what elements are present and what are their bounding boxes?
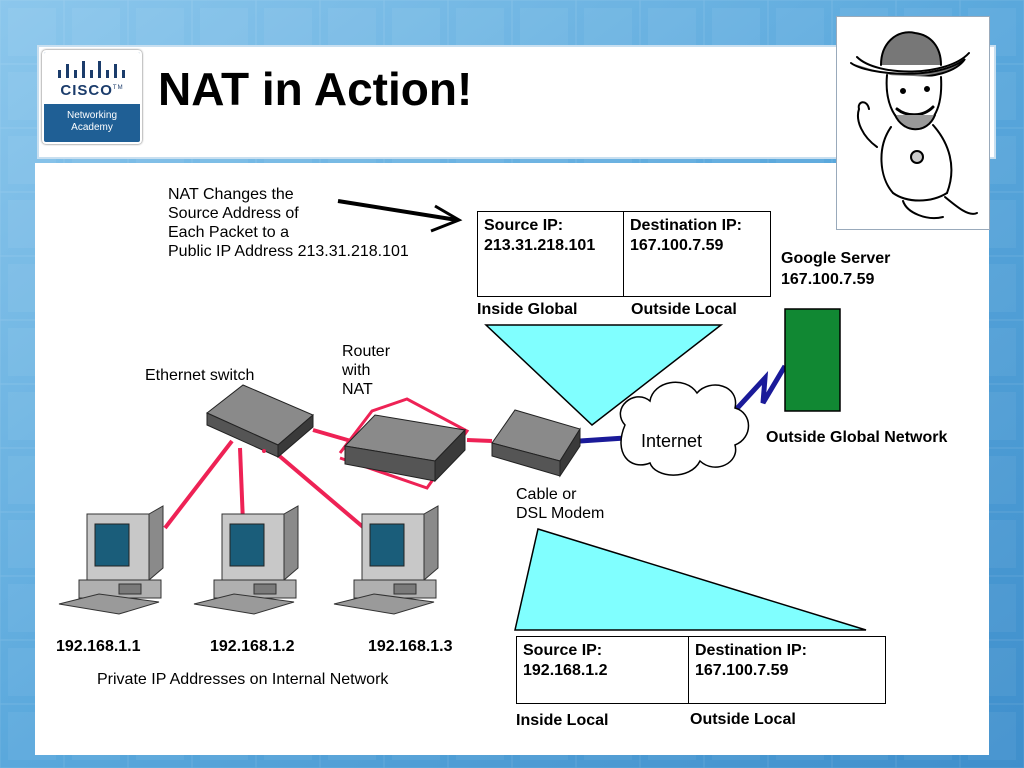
bottom-left-caption: Inside Local	[516, 712, 609, 729]
host-ip-2: 192.168.1.2	[210, 638, 295, 655]
host-pc-3-icon	[333, 505, 439, 615]
top-packet-header: Source IP: 213.31.218.101 Destination IP…	[477, 211, 771, 297]
bottom-dest-ip: 167.100.7.59	[695, 662, 789, 679]
logo-brand: CISCOTM	[60, 82, 124, 99]
cisco-bars-icon	[58, 61, 125, 78]
bottom-right-caption: Outside Local	[690, 711, 796, 728]
outside-global-label: Outside Global Network	[766, 429, 948, 446]
bottom-packet-header: Source IP: 192.168.1.2 Destination IP: 1…	[516, 636, 886, 704]
cisco-logo: CISCOTM Networking Academy	[42, 50, 142, 144]
logo-top: CISCOTM	[44, 52, 140, 104]
host-ip-3: 192.168.1.3	[368, 638, 453, 655]
router-highlight	[338, 397, 470, 490]
modem-link	[579, 435, 626, 444]
top-right-caption: Outside Local	[631, 301, 737, 318]
wan-link	[729, 364, 788, 417]
top-source-ip: 213.31.218.101	[484, 237, 596, 254]
ethernet-switch-icon	[206, 384, 314, 459]
host-ip-1: 192.168.1.1	[56, 638, 141, 655]
slide-title: NAT in Action!	[158, 63, 473, 115]
bottom-packet-cone	[514, 528, 867, 631]
host-pc-2-icon	[193, 505, 299, 615]
private-caption: Private IP Addresses on Internal Network	[97, 671, 389, 688]
modem-icon	[491, 409, 581, 478]
top-source-label: Source IP:	[484, 217, 564, 234]
bottom-dest-label: Destination IP:	[695, 642, 808, 659]
network-diagram	[58, 199, 867, 631]
logo-subtitle: Networking Academy	[66, 110, 118, 133]
top-dest-ip: 167.100.7.59	[630, 237, 724, 254]
internet-label: Internet	[641, 431, 703, 451]
bottom-source-label: Source IP:	[523, 642, 603, 659]
nat-annotation: NAT Changes the Source Address of Each P…	[168, 186, 409, 260]
google-server-icon	[784, 308, 841, 412]
top-packet-cone	[484, 324, 724, 426]
modem-label: Cable or DSL Modem	[516, 486, 605, 522]
router-label: Router with NAT	[342, 343, 391, 398]
bottom-source-ip: 192.168.1.2	[523, 662, 608, 679]
ethernet-cables	[163, 428, 493, 535]
cowboy-cartoon-icon	[850, 31, 978, 219]
annotation-arrow	[337, 199, 463, 233]
cartoon-illustration	[836, 16, 990, 230]
host-pc-1-icon	[58, 505, 164, 615]
server-label: Google Server 167.100.7.59	[781, 250, 891, 288]
switch-label: Ethernet switch	[145, 367, 255, 384]
internet-cloud-icon	[619, 381, 750, 476]
top-left-caption: Inside Global	[477, 301, 578, 318]
diagram-panel: NAT Changes the Source Address of Each P…	[35, 163, 989, 755]
top-dest-label: Destination IP:	[630, 217, 743, 234]
router-icon	[343, 414, 467, 483]
